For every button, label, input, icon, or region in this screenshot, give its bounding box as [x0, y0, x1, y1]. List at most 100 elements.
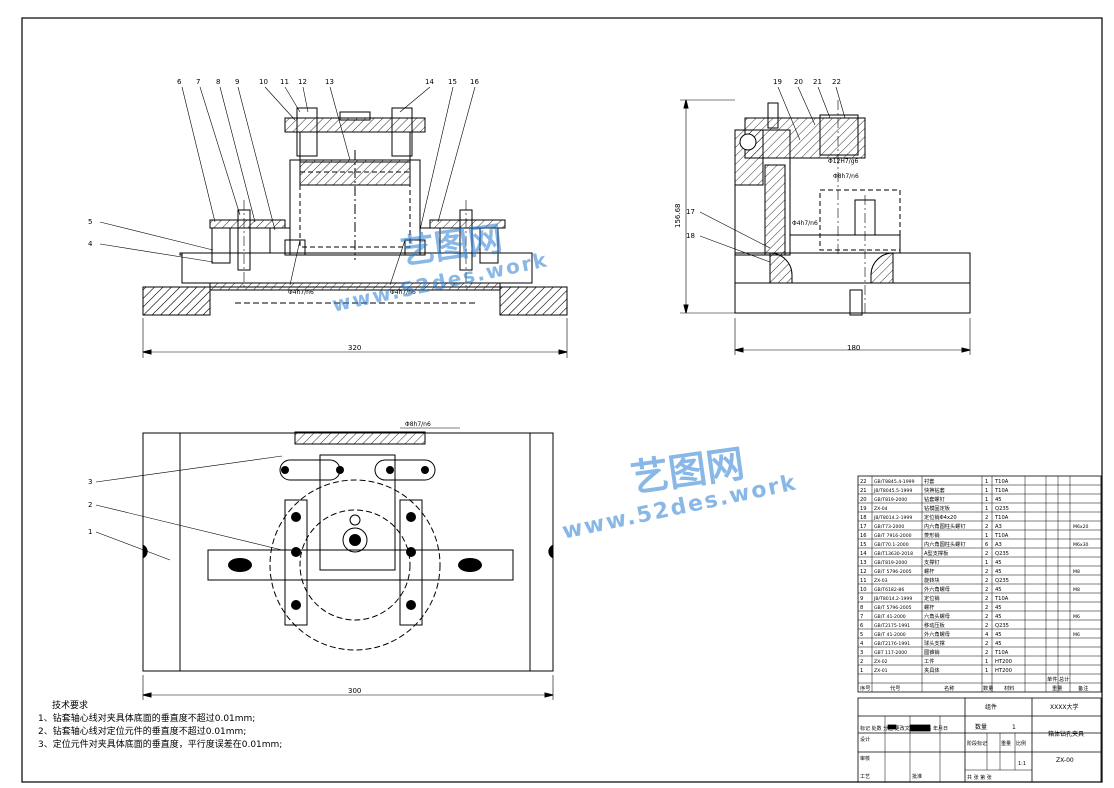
front-view — [99, 86, 568, 358]
part-number: 6 — [177, 78, 182, 86]
bom-code: GB/T 5796-2005 — [874, 569, 912, 575]
bom-note: M8 — [1073, 587, 1080, 593]
bom-no: 7 — [860, 614, 863, 620]
bom-note: M6x30 — [1073, 542, 1089, 548]
bom-qty: 2 — [985, 614, 988, 620]
university-name: XXXX大学 — [1050, 703, 1078, 711]
dimension-label: 300 — [348, 687, 361, 695]
bom-material: 45 — [995, 605, 1002, 611]
drawing-border — [21, 17, 1103, 783]
bom-qty: 2 — [985, 524, 988, 530]
bom-code: GB/T 5796-2005 — [874, 605, 912, 611]
part-number: 20 — [794, 78, 803, 86]
bom-code: GB/T 41-2000 — [874, 632, 906, 638]
bom-qty: 1 — [985, 668, 988, 674]
bom-qty: 2 — [985, 569, 988, 575]
bom-material: Q235 — [995, 623, 1009, 629]
bom-no: 3 — [860, 650, 863, 656]
part-number: 15 — [448, 78, 457, 86]
requirements-title: 技术要求 — [52, 701, 89, 711]
bom-name: 内六角圆柱头螺钉 — [924, 522, 966, 530]
bom-name: 夹具体 — [924, 666, 940, 674]
bom-name: 定位销Φ4x20 — [924, 513, 957, 521]
height-dimension-label: 156.68 — [674, 204, 682, 229]
top-view-labels: 3 2 1 Φ8h7/n6 300 — [88, 421, 431, 695]
part-number: 12 — [298, 78, 307, 86]
bom-material: HT200 — [995, 659, 1012, 665]
scale-value: 1:1 — [1018, 761, 1026, 767]
technical-requirements: 技术要求 1、钻套轴心线对夹具体底面的垂直度不超过0.01mm; 2、钻套轴心线… — [38, 700, 282, 752]
title-block — [857, 697, 1102, 783]
bom-code: GB/T70.1-2000 — [874, 542, 909, 548]
weight-label: 重量 — [1001, 740, 1011, 747]
quantity-label: 数量 — [975, 723, 987, 731]
bom-code: ZX-04 — [874, 506, 888, 512]
bom-header-weight: 重量 — [1052, 684, 1062, 692]
bom-no: 5 — [860, 632, 863, 638]
bom-qty: 1 — [985, 533, 988, 539]
bom-name: 定位销 — [924, 594, 940, 602]
fit-label: Φ8h7/n6 — [833, 173, 859, 180]
bom-code: JB/T8014.2-1999 — [873, 515, 912, 521]
drawing-title: 箱体钻孔夹具 — [1048, 730, 1084, 738]
bom-name: 外六角螺母 — [924, 585, 950, 593]
bom-qty: 2 — [985, 551, 988, 557]
bom-name: 圆锥销 — [924, 648, 940, 656]
bom-qty: 1 — [985, 560, 988, 566]
bom-no: 18 — [860, 515, 867, 521]
bom-code: ZX-02 — [874, 659, 888, 665]
fit-label: Φ4h7/n6 — [288, 289, 314, 296]
requirement-item: 3、定位元件对夹具体底面的垂直度，平行度误差在0.01mm; — [38, 740, 283, 750]
bom-material: 45 — [995, 560, 1002, 566]
part-number: 11 — [280, 78, 289, 86]
bom-no: 13 — [860, 560, 867, 566]
bom-code: GB/T819-2000 — [874, 497, 907, 503]
bom-material: T10A — [994, 650, 1009, 656]
bom-code: GB/T13630-2018 — [874, 551, 913, 557]
bom-qty: 4 — [985, 632, 989, 638]
bom-material: 45 — [995, 614, 1002, 620]
process-label: 工艺 — [860, 774, 870, 780]
bom-qty: 2 — [985, 587, 988, 593]
revision-label: 标记 处数 分区 更改文件号 签名 年月日 — [860, 725, 948, 732]
bom-material: 45 — [995, 632, 1002, 638]
bom-note: M6 — [1073, 614, 1080, 620]
bom-material: T10A — [994, 515, 1009, 521]
fit-label: Φ4h7/n6 — [792, 220, 818, 227]
bom-material: 45 — [995, 497, 1002, 503]
part-number: 16 — [470, 78, 479, 86]
bom-name: 钻套螺钉 — [924, 495, 945, 503]
bom-no: 4 — [860, 641, 864, 647]
bom-no: 14 — [860, 551, 867, 557]
part-number: 22 — [832, 78, 841, 86]
part-number: 7 — [196, 78, 200, 86]
title-block-text: 组件 XXXX大学 数量 1 箱体钻孔夹具 阶段标记 重量 比例 1:1 ZX-… — [860, 703, 1084, 781]
bom-code: GB/T 7916-2000 — [874, 533, 912, 539]
bom-material: Q235 — [995, 551, 1009, 557]
bom-material: T10A — [994, 488, 1009, 494]
bom-note: M6 — [1073, 632, 1080, 638]
bom-name: 衬套 — [924, 477, 935, 485]
side-view — [680, 86, 971, 355]
bom-no: 16 — [860, 533, 867, 539]
bom-material: T10A — [994, 533, 1009, 539]
part-number: 17 — [686, 208, 695, 216]
front-view-labels: 6 7 8 9 10 11 12 13 14 15 16 5 4 Φ4h7/n6… — [88, 78, 479, 352]
bom-qty: 2 — [985, 515, 988, 521]
bom-no: 10 — [860, 587, 867, 593]
quantity-value: 1 — [1012, 724, 1016, 731]
bom-no: 2 — [860, 659, 863, 665]
fit-label: Φ12H7/g6 — [828, 158, 859, 165]
bom-code: GB/T73-2000 — [874, 524, 904, 530]
bom-name: 球头支撑 — [924, 639, 945, 647]
bom-no: 1 — [860, 668, 863, 674]
bom-material: Q235 — [995, 506, 1009, 512]
bom-name: 菱形销 — [924, 531, 940, 539]
bom-name: 移动压板 — [924, 621, 946, 629]
bom-qty: 6 — [985, 542, 988, 548]
bom-material: 45 — [995, 569, 1002, 575]
group-label: 组件 — [985, 703, 997, 711]
bom-code: GB/T2175-1991 — [874, 623, 910, 629]
